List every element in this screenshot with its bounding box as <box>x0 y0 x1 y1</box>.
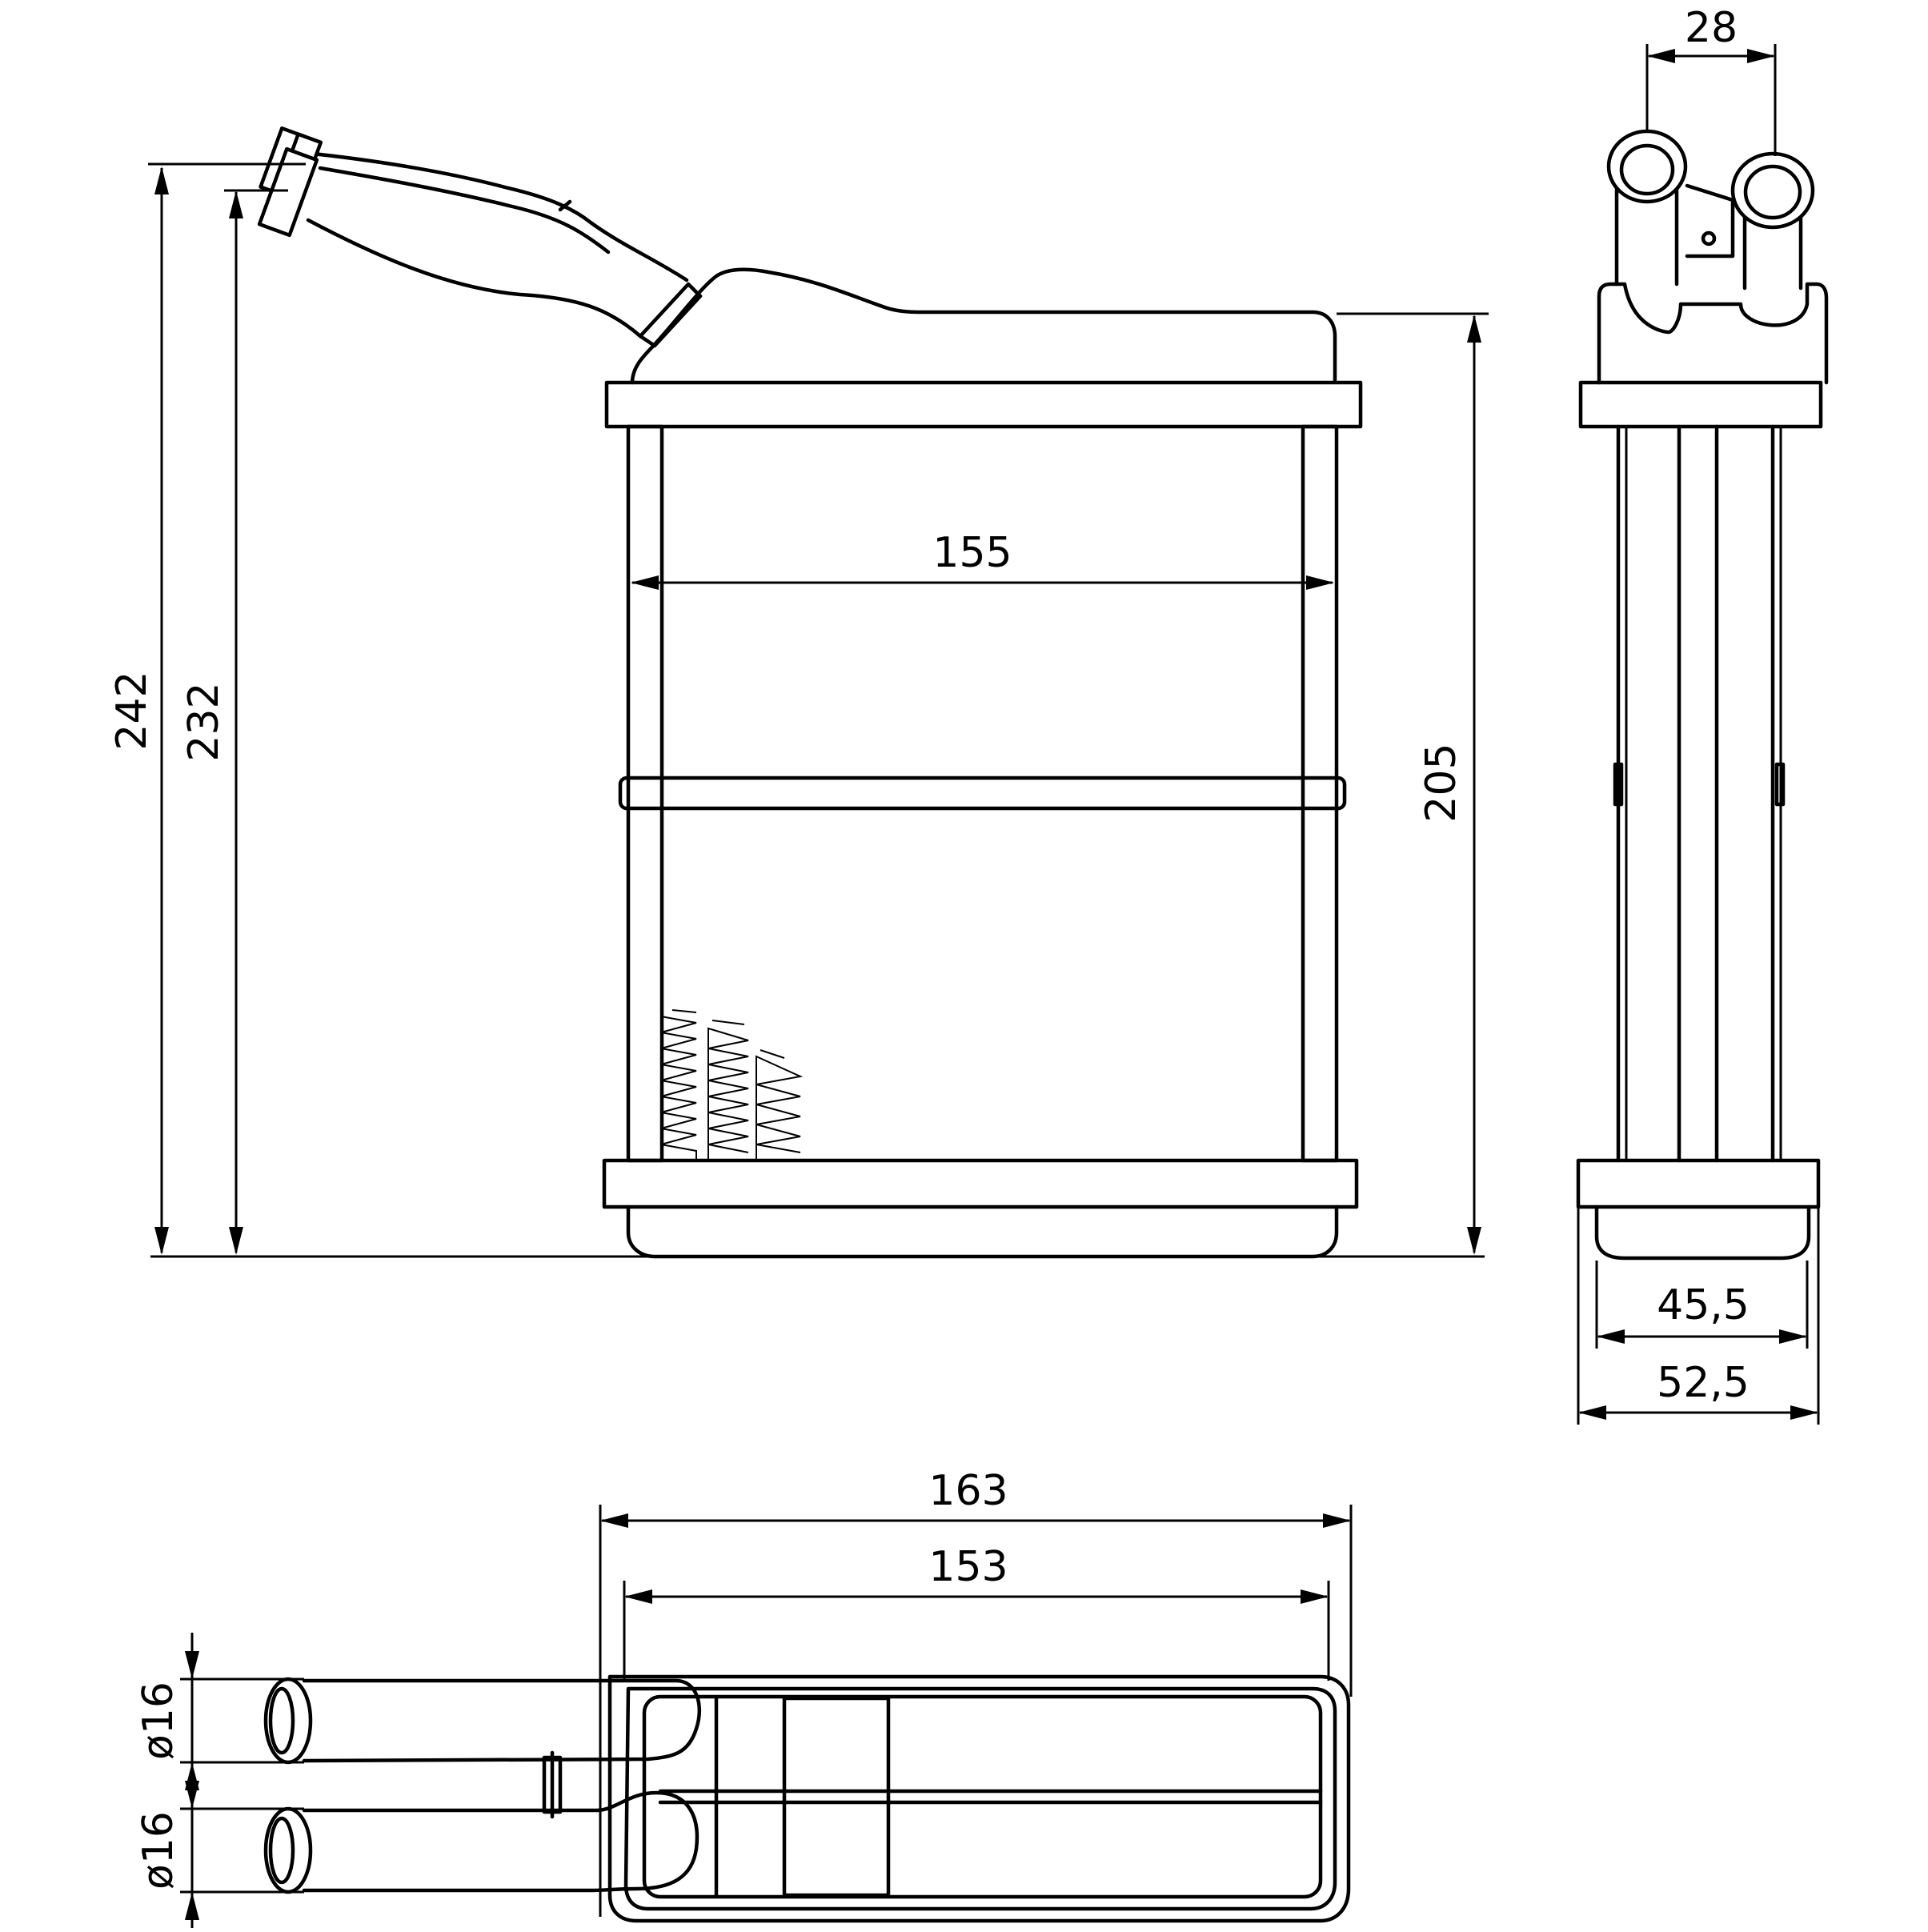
front-view <box>257 126 1363 1259</box>
top-view <box>263 1674 1351 1923</box>
front-top-plate <box>604 380 1363 429</box>
dim-diameter-1-label: ø16 <box>134 1681 182 1760</box>
dim-45-5-label: 45,5 <box>1657 1281 1750 1329</box>
front-bottom-plate <box>602 1158 1359 1209</box>
dim-diameter-2-label: ø16 <box>134 1811 182 1890</box>
front-left-pillar <box>626 424 664 1163</box>
dim-155-label: 155 <box>932 529 1012 577</box>
dim-52-5-label: 52,5 <box>1657 1359 1750 1407</box>
side-bottom-tank <box>1594 1204 1811 1261</box>
dim-28-label: 28 <box>1685 4 1738 52</box>
dim-242-label: 242 <box>108 671 156 750</box>
side-bottom-plate <box>1576 1158 1821 1209</box>
dimension-lines <box>148 44 1820 1928</box>
top-core-inner <box>642 1694 1323 1899</box>
side-top-plate <box>1578 380 1823 429</box>
top-outer-body <box>607 1674 1351 1923</box>
side-tubes <box>1613 424 1786 1163</box>
front-right-pillar <box>1301 424 1339 1163</box>
front-pipes <box>257 126 703 348</box>
top-pipes <box>263 1677 701 1894</box>
front-middle-band <box>618 776 1347 811</box>
dim-163-label: 163 <box>928 1467 1008 1515</box>
top-divider <box>782 1696 891 1898</box>
dimension-labels: 242 232 205 155 28 45,5 52,5 163 153 ø16… <box>108 4 1750 1890</box>
front-bottom-tank <box>626 1204 1339 1259</box>
front-top-tank <box>630 267 1337 385</box>
side-view <box>1576 129 1829 1261</box>
side-top-tank <box>1597 282 1829 385</box>
dim-205-label: 205 <box>1417 743 1465 822</box>
dim-232-label: 232 <box>180 682 228 761</box>
front-fin-detail <box>660 1009 804 1160</box>
dim-153-label: 153 <box>928 1543 1008 1591</box>
